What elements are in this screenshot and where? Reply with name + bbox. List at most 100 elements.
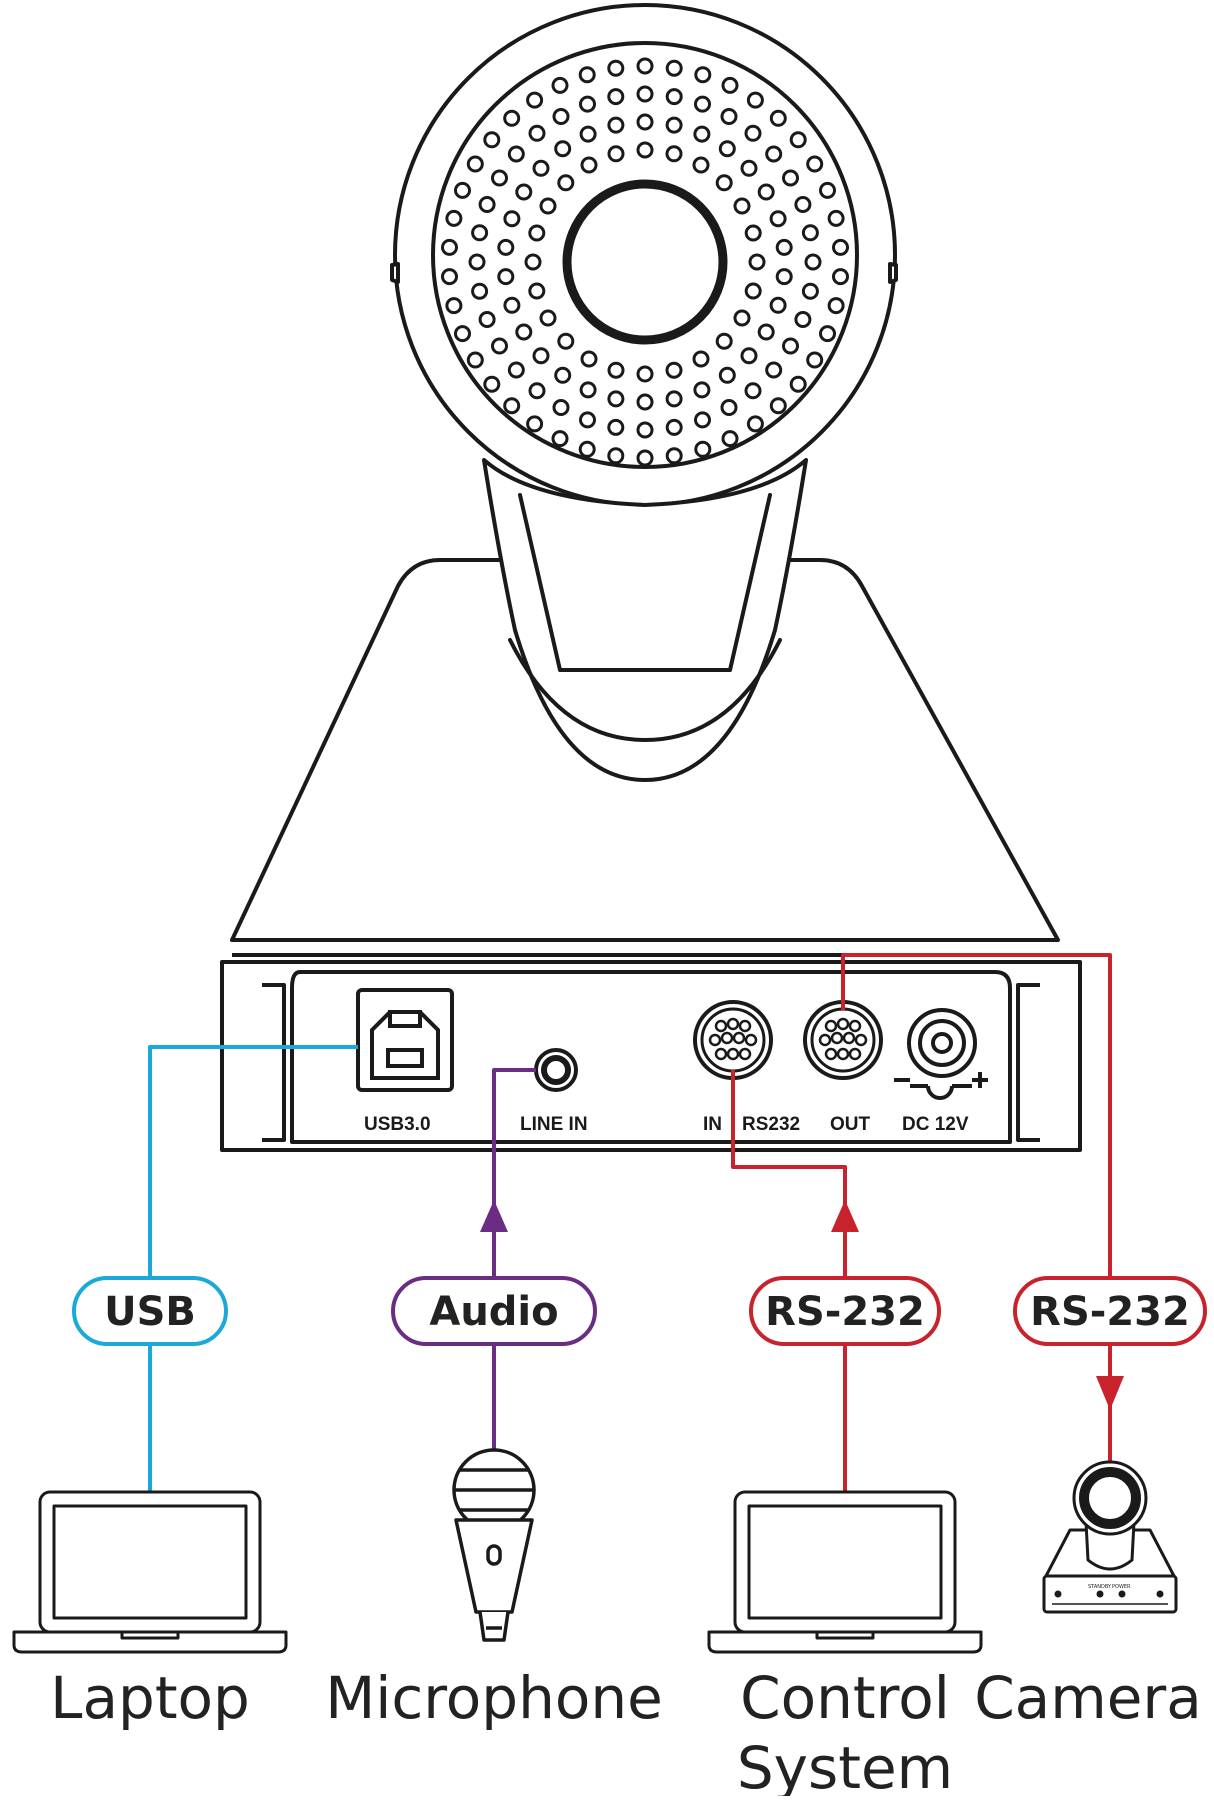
grille-hole <box>804 253 822 271</box>
grille-hole <box>483 375 501 393</box>
grille-hole <box>471 224 489 242</box>
grille-hole <box>801 224 819 242</box>
grille-hole <box>580 156 598 174</box>
grille-hole <box>636 421 654 439</box>
rs232-camera-pill <box>1013 1276 1207 1346</box>
grille-hole <box>720 108 738 125</box>
usb3-port <box>356 988 454 1092</box>
device-label-control: Control <box>740 1664 950 1732</box>
din-pin <box>848 1019 862 1033</box>
grille-hole <box>636 85 654 103</box>
grille-hole <box>715 332 733 350</box>
grille-hole <box>782 337 799 355</box>
grille-hole <box>478 196 496 213</box>
grille-hole <box>454 325 471 343</box>
din-pin <box>836 1047 850 1061</box>
grille-hole <box>720 399 738 416</box>
din-pin <box>848 1047 862 1061</box>
rear-panel-right-bracket <box>1016 983 1040 1142</box>
grille-hole <box>744 282 762 300</box>
grille-hole <box>532 159 550 177</box>
din-pin <box>836 1017 850 1031</box>
grille-hole <box>819 181 836 199</box>
audio-arrow <box>480 1200 508 1232</box>
grille-hole <box>746 91 764 109</box>
grille-hole <box>441 268 458 286</box>
grille-hole <box>665 361 683 379</box>
grille-hole <box>757 183 775 201</box>
din-pin <box>824 1019 838 1033</box>
rs232-camera-cable <box>841 953 1112 1468</box>
grille-hole <box>554 366 572 384</box>
grille-hole <box>503 397 521 415</box>
grille-hole <box>515 183 533 201</box>
din-pin <box>854 1033 868 1047</box>
din-pin <box>726 1047 740 1061</box>
grille-hole <box>466 155 484 173</box>
grille-hole <box>554 140 572 158</box>
grille-hole <box>607 116 625 134</box>
grille-hole <box>740 347 758 365</box>
grille-hole <box>744 124 762 142</box>
grille-hole <box>491 169 508 187</box>
grille-hole <box>782 169 799 187</box>
rear-panel-left-bracket <box>262 983 286 1142</box>
dc-12v-port <box>894 1008 988 1100</box>
grille-hole <box>665 116 683 134</box>
din-pin <box>720 1031 734 1045</box>
grille-hole <box>665 88 683 106</box>
grille-hole <box>794 196 812 213</box>
rs232-camera-label: RS-232 <box>1030 1289 1190 1335</box>
camera-yoke-inner <box>518 493 772 672</box>
din-pin <box>738 1047 752 1061</box>
device-label-laptop: Laptop <box>50 1664 250 1732</box>
grille-hole <box>483 131 501 149</box>
grille-hole <box>503 210 521 228</box>
din-pin <box>824 1047 838 1061</box>
grille-hole <box>539 309 557 327</box>
audio-connection-label: Audio <box>429 1289 558 1335</box>
grille-hole <box>794 311 812 328</box>
grille-hole <box>789 375 807 393</box>
din-pin <box>744 1033 758 1047</box>
grille-hole <box>579 125 597 143</box>
grille-hole <box>468 253 486 271</box>
grille-hole <box>769 210 787 228</box>
grille-hole <box>524 253 542 271</box>
grille-hole <box>507 361 525 379</box>
din-pin <box>714 1019 728 1033</box>
mini-camera-power-label: POWER <box>1112 1584 1131 1590</box>
port-label-line-in: LINE IN <box>520 1114 588 1135</box>
grille-hole <box>636 57 654 75</box>
microphone-icon <box>452 1448 536 1642</box>
grille-hole <box>507 145 525 163</box>
grille-hole <box>769 109 787 127</box>
grille-hole <box>775 268 793 286</box>
usb-connection-pill <box>72 1276 228 1346</box>
grille-hole <box>607 361 625 379</box>
device-label-microphone: Microphone <box>325 1664 663 1732</box>
grille-hole <box>552 399 570 416</box>
ptz-camera-unit <box>230 3 1060 942</box>
grille-hole <box>478 311 496 328</box>
grille-hole <box>580 350 598 368</box>
grille-hole <box>718 140 736 158</box>
grille-hole <box>665 390 683 408</box>
camera-grille <box>441 57 849 467</box>
grille-hole <box>733 309 751 327</box>
grille-hole <box>769 296 787 314</box>
camera-head-inner <box>431 41 859 469</box>
grille-hole <box>607 447 625 465</box>
grille-hole <box>827 297 845 315</box>
camera-yoke <box>482 458 808 782</box>
grille-hole <box>557 332 575 350</box>
port-label-in: IN <box>703 1114 722 1135</box>
grille-hole <box>445 209 463 227</box>
grille-hole <box>636 449 654 467</box>
grille-hole <box>692 350 710 368</box>
grille-hole <box>526 415 544 433</box>
grille-hole <box>636 365 654 383</box>
grille-hole <box>693 125 711 143</box>
grille-hole <box>557 174 575 192</box>
grille-hole <box>748 253 766 271</box>
